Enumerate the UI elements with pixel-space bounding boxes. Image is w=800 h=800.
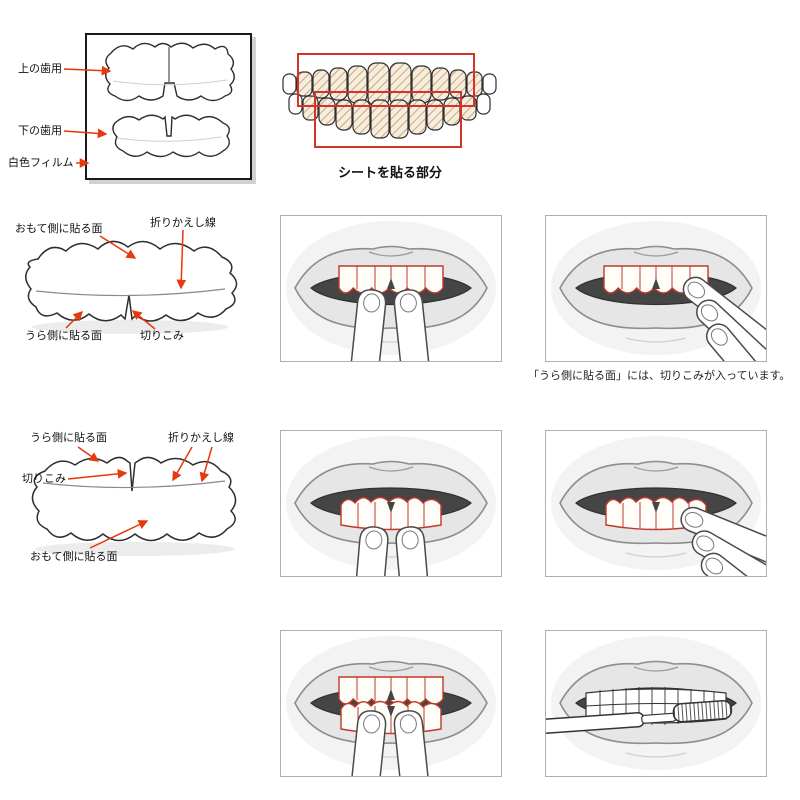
lower-sheet-fold-hint bbox=[116, 136, 222, 142]
lower-sheet-on-teeth bbox=[340, 496, 442, 531]
label-back-face-lower: うら側に貼る面 bbox=[30, 431, 107, 444]
upper-sheet-on-teeth bbox=[338, 676, 444, 705]
note-slit-text: 「うら側に貼る面」には、切りこみが入っています。 bbox=[528, 369, 791, 382]
package-diagram bbox=[105, 42, 235, 158]
upper-sheet-diagram bbox=[25, 240, 238, 334]
illustration-fold-lower bbox=[545, 430, 767, 577]
label-back-face-upper: うら側に貼る面 bbox=[25, 329, 102, 342]
caption-sheet-area: シートを貼る部分 bbox=[337, 166, 442, 181]
label-lower-sheet: 下の歯用 bbox=[18, 124, 62, 137]
label-white-film: 白色フィルム bbox=[8, 156, 74, 169]
illustration-press-both bbox=[280, 630, 502, 777]
upper-sheet-fold-line bbox=[35, 288, 226, 297]
label-upper-sheet: 上の歯用 bbox=[18, 62, 62, 75]
label-fold-line-upper: 折りかえし線 bbox=[150, 216, 216, 229]
label-front-face-lower: おもて側に貼る面 bbox=[30, 550, 118, 563]
package-diagram-frame bbox=[85, 33, 252, 180]
toothbrush-icon bbox=[546, 700, 733, 735]
teeth-placement-diagram bbox=[282, 53, 497, 148]
lower-sheet-on-teeth bbox=[340, 700, 442, 735]
lower-sheet-shape bbox=[112, 114, 230, 158]
upper-sheet-shape bbox=[105, 42, 235, 102]
label-fold-line-lower: 折りかえし線 bbox=[168, 431, 234, 444]
label-slit-upper: 切りこみ bbox=[140, 329, 184, 342]
lower-sheet-fold-line bbox=[42, 480, 226, 489]
sheet-shadow bbox=[35, 542, 235, 556]
upper-sheet-on-teeth bbox=[338, 265, 444, 294]
lower-teeth-row bbox=[288, 93, 491, 139]
illustration-fold-upper bbox=[545, 215, 767, 362]
upper-sheet-fold-hint bbox=[112, 79, 228, 86]
illustration-press-lower bbox=[280, 430, 502, 577]
upper-placement-red-box bbox=[297, 53, 475, 107]
mouth-icon bbox=[285, 635, 497, 771]
upper-sheet-outline bbox=[25, 240, 238, 322]
illustration-press-upper bbox=[280, 215, 502, 362]
lower-placement-red-box bbox=[314, 91, 462, 148]
label-front-face-upper: おもて側に貼る面 bbox=[15, 222, 103, 235]
lower-sheet-outline bbox=[31, 456, 237, 542]
label-slit-lower: 切りこみ bbox=[22, 472, 66, 485]
illustration-brush bbox=[545, 630, 767, 777]
